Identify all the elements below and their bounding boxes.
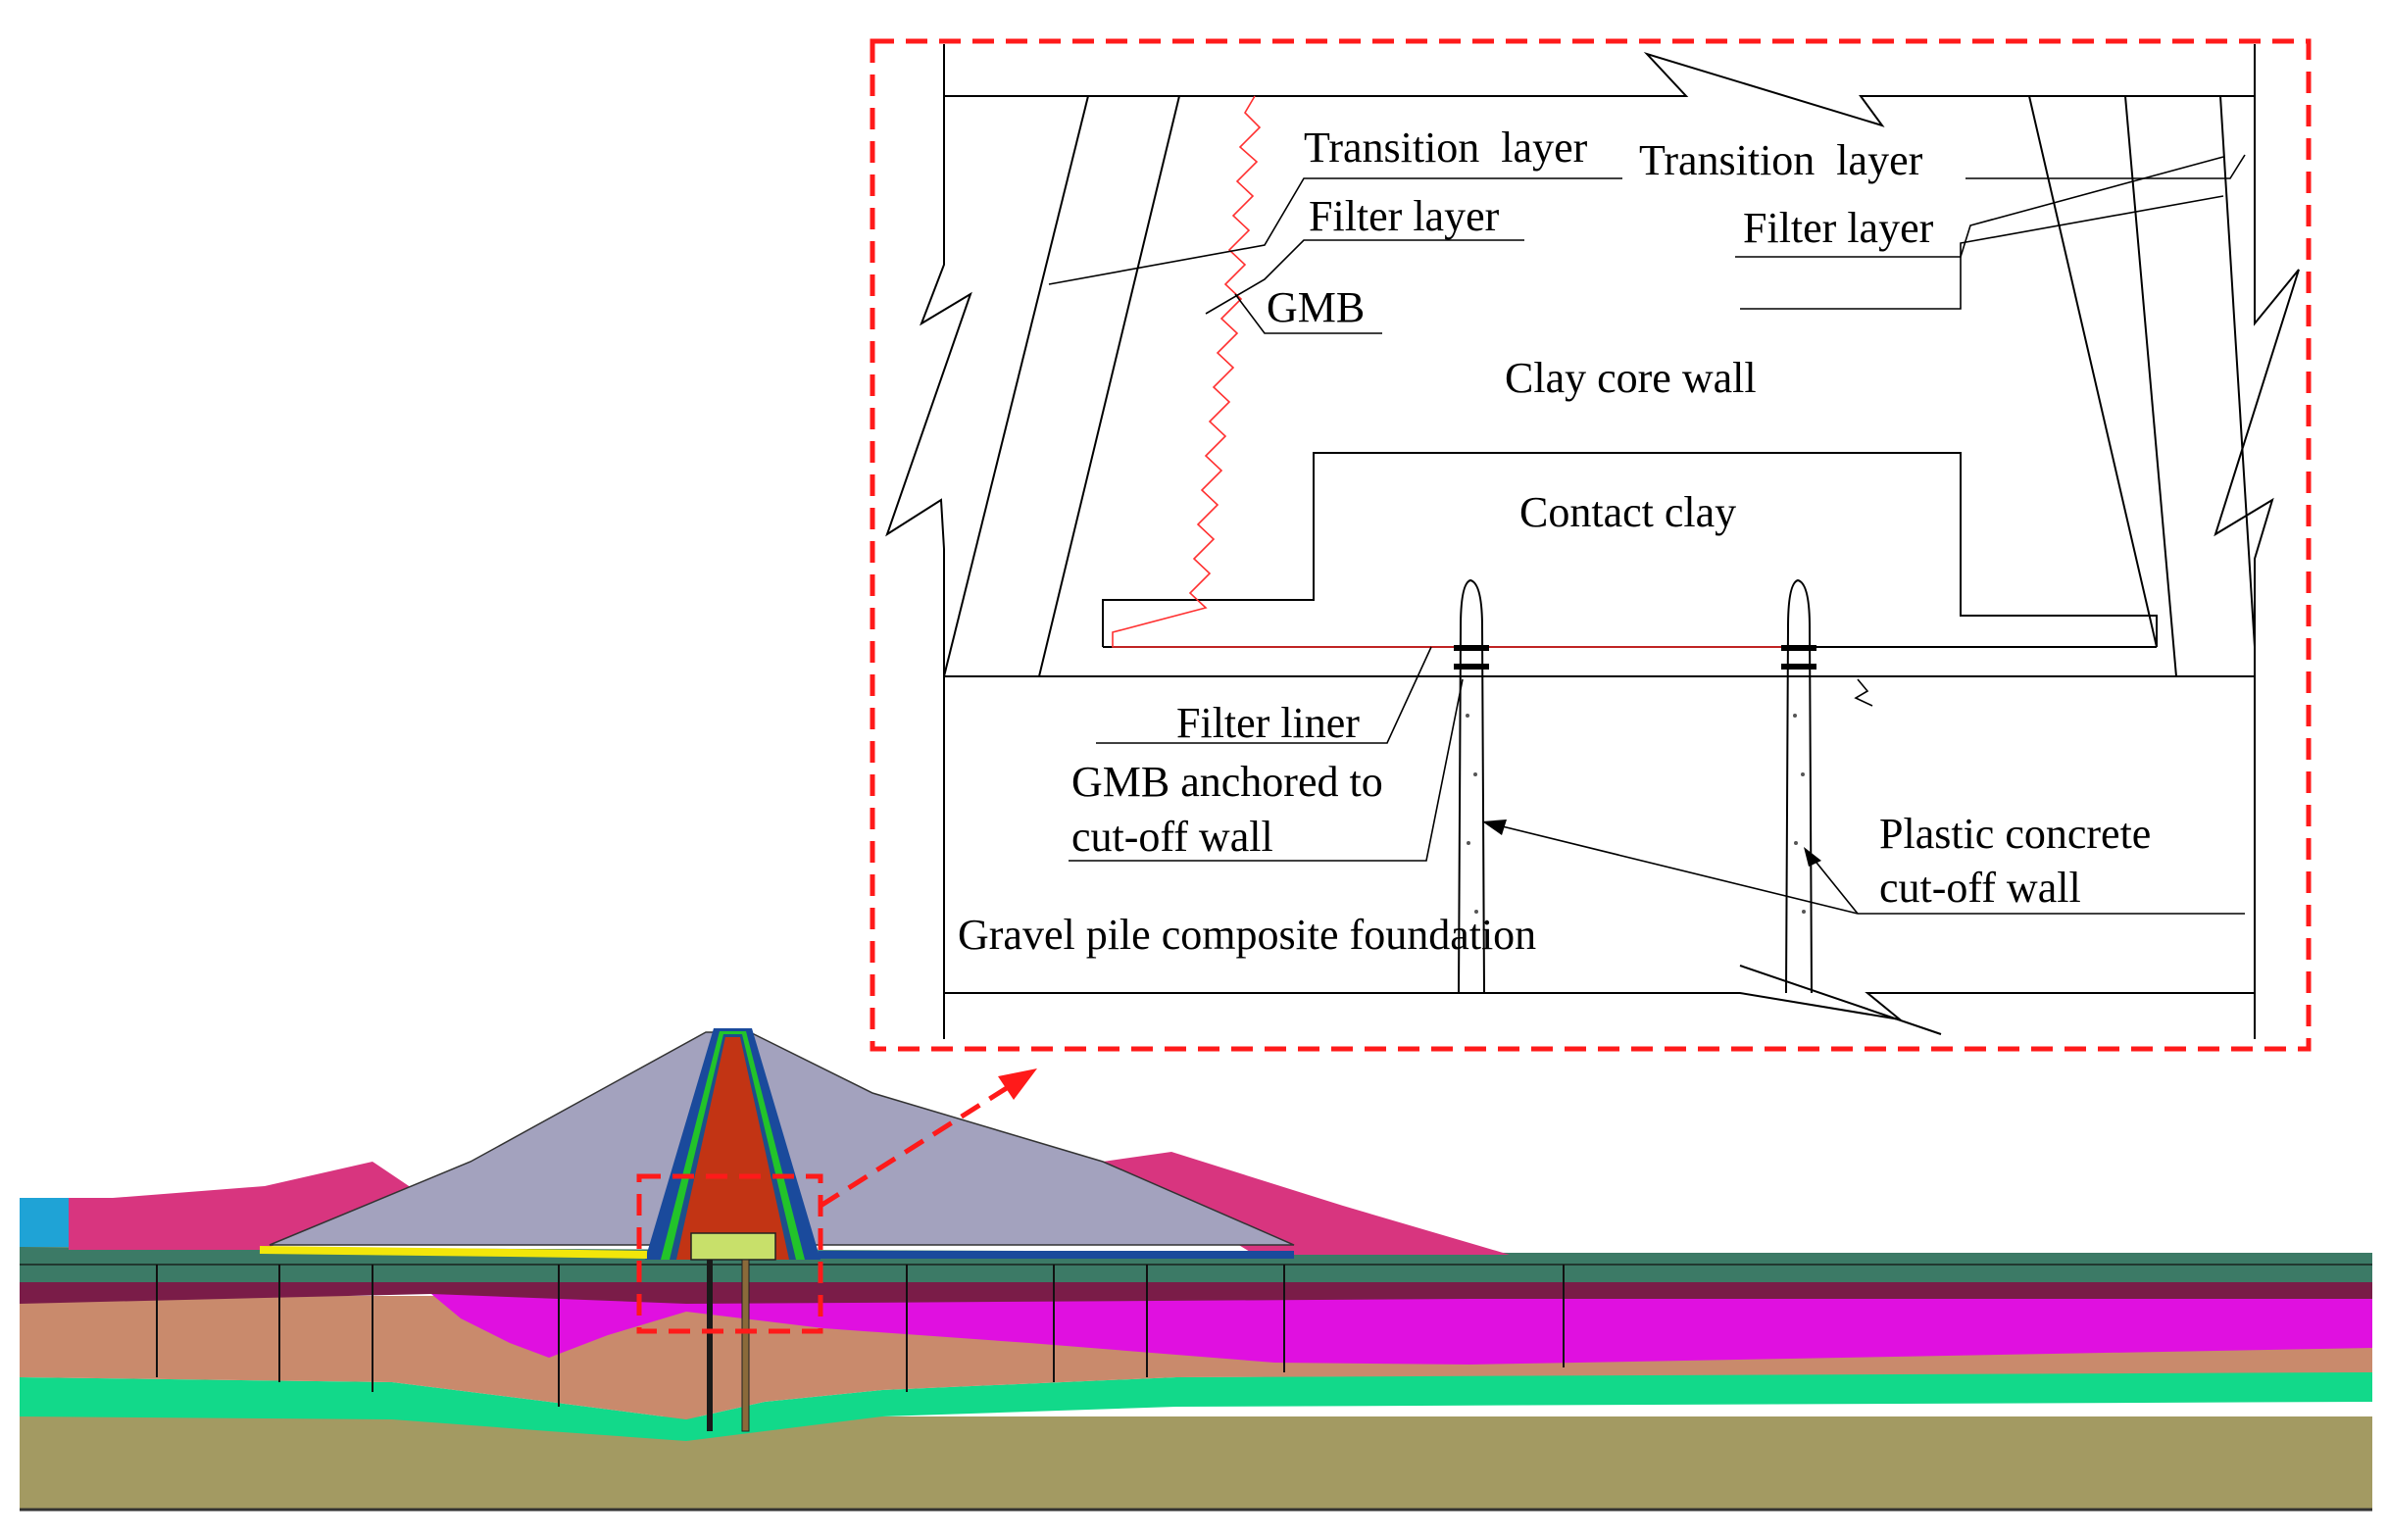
clay-core <box>676 1037 789 1260</box>
contact-clay-outline <box>1102 452 2158 647</box>
cutoff-wall-detail-left <box>1454 578 1489 994</box>
label-gmb: GMB <box>1267 283 1365 331</box>
gmb-geomembrane-line <box>1112 95 1804 648</box>
green-soil-layer <box>20 1370 2372 1441</box>
upstream-berm <box>69 1162 426 1250</box>
base-soil-layer <box>20 1416 2372 1510</box>
label-transition-layer-right: Transition layer <box>1639 136 1923 184</box>
label-contact-clay: Contact clay <box>1519 488 1736 536</box>
right-slope-outer <box>2219 95 2256 648</box>
right-slope-inner <box>2124 95 2177 677</box>
zoom-callout-arrow-line <box>819 1083 1012 1209</box>
zoom-callout-arrowhead <box>998 1068 1037 1100</box>
label-gmb-anchored-line2: cut-off wall <box>1071 813 1273 861</box>
dark-band-layer <box>20 1282 2372 1304</box>
label-plastic-concrete-line1: Plastic concrete <box>1879 810 2151 858</box>
label-clay-core-wall: Clay core wall <box>1505 354 1757 402</box>
leader-arrowhead-left <box>1482 820 1507 835</box>
right-break-line <box>2214 96 2300 1039</box>
detail-callout-box <box>870 38 2312 1052</box>
left-slope-inner <box>1038 95 1180 677</box>
foundation-bottom-break <box>944 992 2255 1021</box>
leader-lines <box>1048 154 2246 915</box>
detail-drawing: Transition layer Filter layer GMB Transi… <box>885 44 2300 1039</box>
cutoff-wall-left <box>707 1260 713 1431</box>
label-gravel-pile-foundation: Gravel pile composite foundation <box>958 911 1536 959</box>
label-filter-layer-left: Filter layer <box>1309 192 1500 240</box>
label-transition-layer-left: Transition layer <box>1304 124 1588 172</box>
left-break-line <box>885 96 972 1039</box>
right-slope-extra <box>2028 95 2158 648</box>
foundation-bottom-lead <box>1739 965 1942 1035</box>
contact-clay-block <box>690 1232 776 1261</box>
downstream-berm <box>1103 1152 1510 1255</box>
foundation-mesh-lines <box>20 1264 2372 1407</box>
top-break-line <box>944 51 2255 127</box>
label-filter-liner: Filter liner <box>1176 699 1360 747</box>
label-plastic-concrete-line2: cut-off wall <box>1879 864 2081 912</box>
label-gmb-anchored-line1: GMB anchored to <box>1071 758 1383 806</box>
upstream-drain-line <box>259 1246 648 1259</box>
cutoff-wall-right <box>741 1259 750 1432</box>
label-filter-layer-right: Filter layer <box>1743 204 1934 252</box>
cutoff-wall-detail-right <box>1781 578 1873 994</box>
dam-section <box>20 1028 2372 1512</box>
left-slope-outer <box>943 95 1089 677</box>
magenta-soil-layer <box>431 1294 2372 1365</box>
leader-arrowhead-right <box>1804 847 1821 867</box>
